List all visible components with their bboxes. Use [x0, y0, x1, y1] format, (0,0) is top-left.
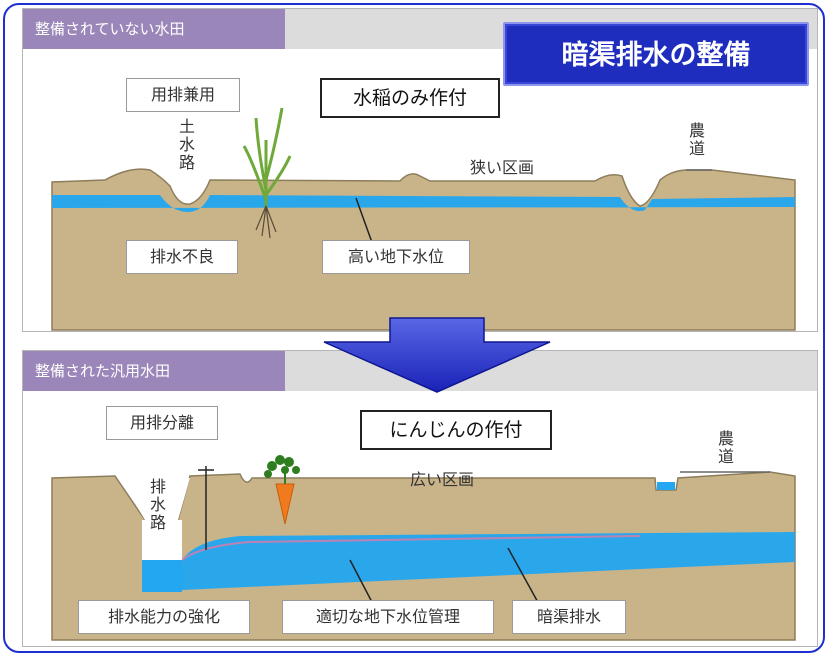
channel-water	[142, 560, 182, 592]
water-gate-post	[198, 466, 214, 550]
groundwater-pointer	[355, 197, 375, 249]
subsurface-water	[182, 532, 795, 590]
use-type-label: 用排分離	[106, 406, 218, 440]
subsurface-drainage-label: 暗渠排水	[512, 600, 626, 634]
crop-label: 水稲のみ作付	[320, 78, 500, 118]
subsurface-pointer	[507, 547, 541, 607]
drainage-capacity-label: 排水能力の強化	[78, 600, 250, 634]
section-label: 狭い区画	[470, 158, 535, 177]
crop-label: にんじんの作付	[360, 410, 552, 450]
subsurface-pipe	[181, 535, 641, 561]
panel-header-tab: 整備されていない水田	[23, 9, 285, 49]
rice-roots	[255, 205, 277, 239]
rice-plant	[242, 107, 292, 210]
groundwater-mgmt-label: 適切な地下水位管理	[282, 600, 494, 634]
ditch-label: 土水路	[178, 117, 195, 172]
farm-road-label: 農道	[717, 429, 734, 466]
groundwater-label: 高い地下水位	[322, 240, 470, 274]
panel-header-tab: 整備された汎用水田	[23, 351, 285, 391]
transition-arrow	[323, 317, 551, 393]
title-banner: 暗渠排水の整備	[503, 22, 809, 86]
channel-label: 排水路	[149, 477, 166, 532]
groundwater-mgmt-pointer	[349, 559, 375, 607]
drainage-label: 排水不良	[126, 240, 238, 274]
top-water-band	[52, 195, 795, 212]
carrot	[264, 455, 300, 525]
farm-road-ditch	[657, 482, 675, 490]
farm-road-label: 農道	[688, 121, 705, 158]
section-label: 広い区画	[410, 470, 475, 489]
use-type-label: 用排兼用	[126, 78, 240, 112]
